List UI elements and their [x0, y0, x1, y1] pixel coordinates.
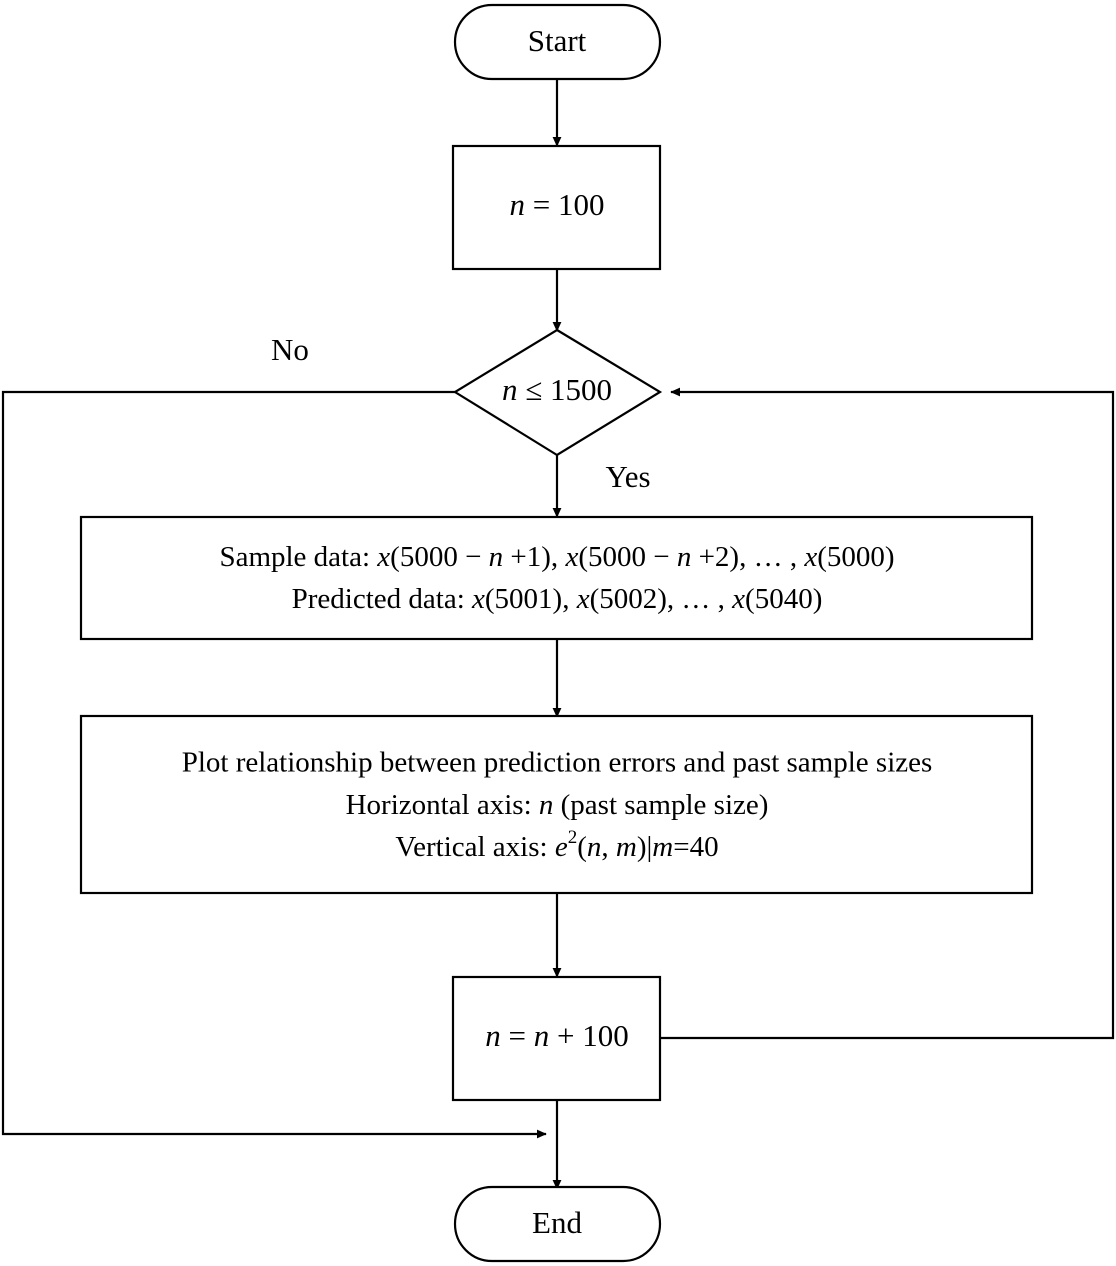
increment-var1: n [485, 1018, 501, 1053]
node-start[interactable]: Start [453, 3, 662, 81]
plot-line2-prefix: Horizontal axis: [346, 789, 539, 821]
increment-label: n = n + 100 [485, 1018, 628, 1053]
node-plot[interactable]: Plot relationship between prediction err… [79, 714, 1034, 895]
decision-diamond-shape [452, 328, 663, 457]
init-label: n = 100 [510, 187, 605, 222]
increment-mid: = [501, 1018, 534, 1053]
node-decision[interactable]: n ≤ 1500 [452, 328, 663, 457]
node-init[interactable]: n = 100 [451, 144, 662, 271]
plot-line2-suffix: (past sample size) [553, 789, 768, 821]
plot-line2: Horizontal axis: n (past sample size) [346, 789, 769, 821]
plot-box-shape [79, 714, 1034, 895]
data-line1: Sample data: x(5000 − n +1), x(5000 − n … [219, 541, 894, 573]
data-box-shape [79, 515, 1034, 641]
start-terminator-shape [453, 3, 662, 81]
plot-line3-prefix: Vertical axis: [395, 831, 554, 863]
node-increment[interactable]: n = n + 100 [451, 975, 662, 1102]
node-end[interactable]: End [453, 1185, 662, 1263]
edge-no-branch-to-end [1, 390, 547, 1139]
plot-line3: Vertical axis: e2(n, m)|m=40 [395, 827, 718, 862]
decision-var: n [502, 372, 518, 407]
branch-label-no: No [271, 332, 309, 367]
data-line2: Predicted data: x(5001), x(5002), … , x(… [292, 583, 823, 615]
plot-line1: Plot relationship between prediction err… [182, 747, 933, 779]
data-line1-prefix: Sample data: [219, 541, 377, 573]
start-label: Start [528, 23, 587, 58]
branch-label-yes: Yes [605, 459, 650, 494]
init-var: n [510, 187, 526, 222]
node-data[interactable]: Sample data: x(5000 − n +1), x(5000 − n … [79, 515, 1034, 641]
end-terminator-shape [453, 1185, 662, 1263]
edge-loop-back-to-decision [660, 387, 1115, 1040]
decision-rest: ≤ 1500 [517, 372, 612, 407]
init-box-shape [451, 144, 662, 271]
increment-rest: + 100 [549, 1018, 628, 1053]
end-label: End [532, 1205, 582, 1240]
init-rest: = 100 [525, 187, 604, 222]
plot-line2-var: n [539, 789, 554, 821]
increment-var2: n [534, 1018, 550, 1053]
data-line2-prefix: Predicted data: [292, 583, 472, 615]
increment-box-shape [451, 975, 662, 1102]
decision-label: n ≤ 1500 [502, 372, 612, 407]
